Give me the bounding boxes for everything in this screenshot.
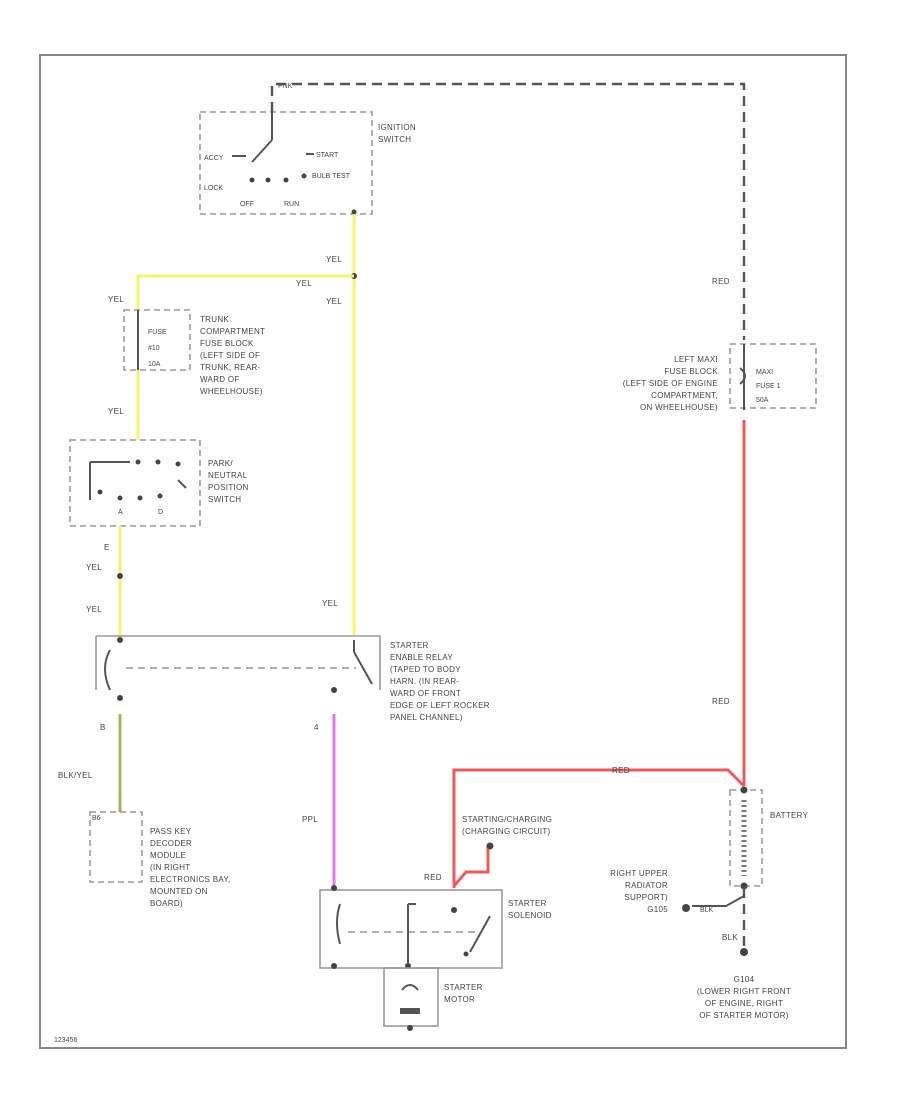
- trunk-fuse-label-3: FUSE BLOCK: [200, 339, 254, 348]
- pns-label-3: POSITION: [208, 483, 249, 492]
- relay-label-7: PANEL CHANNEL): [390, 713, 463, 722]
- relay-label-1: STARTER: [390, 641, 429, 650]
- pns-pin-a: A: [118, 509, 123, 516]
- trunk-fuse-label-7: WHEELHOUSE): [200, 387, 263, 396]
- solenoid-label-2: SOLENOID: [508, 911, 552, 920]
- passkey-label-5: ELECTRONICS BAY,: [150, 875, 231, 884]
- yel-label-1: YEL: [326, 255, 342, 264]
- blk-yel-label: BLK/YEL: [58, 771, 93, 780]
- yel-label-7: YEL: [86, 605, 102, 614]
- pns-label-4: SWITCH: [208, 495, 241, 504]
- pin-b-label: B: [100, 723, 106, 732]
- red-label-mid: RED: [712, 697, 730, 706]
- passkey-decoder-module: B6 PASS KEY DECODER MODULE (IN RIGHT ELE…: [89, 811, 231, 908]
- red-wire-charging: [452, 846, 490, 887]
- fuse10-label-1: FUSE: [148, 329, 167, 336]
- g104-label-1: G104: [734, 975, 755, 984]
- passkey-label-4: (IN RIGHT: [150, 863, 190, 872]
- ign-pos-start: START: [316, 152, 339, 159]
- passkey-label-3: MODULE: [150, 851, 186, 860]
- g105-label-2: RADIATOR: [625, 881, 668, 890]
- solenoid-label-1: STARTER: [508, 899, 547, 908]
- maxi-inner-1: MAXI: [756, 369, 773, 376]
- trunk-fuse-label-1: TRUNK: [200, 315, 229, 324]
- maxi-label-5: ON WHEELHOUSE): [640, 403, 718, 412]
- g104-label-3: OF ENGINE, RIGHT: [705, 999, 783, 1008]
- g105-label-4: G105: [647, 905, 668, 914]
- red-wire-battery-to-solenoid: [452, 768, 746, 888]
- maxi-inner-2: FUSE 1: [756, 383, 781, 390]
- blk-label-g105: BLK: [700, 907, 714, 914]
- pin-e-label: E: [104, 543, 110, 552]
- passkey-label-1: PASS KEY: [150, 827, 192, 836]
- pns-label-2: NEUTRAL: [208, 471, 248, 480]
- starter-enable-relay: STARTER ENABLE RELAY (TAPED TO BODY HARN…: [95, 635, 490, 722]
- starter-motor: STARTER MOTOR: [383, 967, 483, 1031]
- g104-label-4: OF STARTER MOTOR): [699, 1011, 789, 1020]
- relay-label-4: HARN. (IN REAR-: [390, 677, 459, 686]
- ign-pos-accy: ACCY: [204, 155, 224, 162]
- starter-solenoid: STARTER SOLENOID: [319, 885, 552, 969]
- maxi-label-3: (LEFT SIDE OF ENGINE: [623, 379, 718, 388]
- battery: BATTERY: [729, 786, 809, 890]
- ign-pos-off: OFF: [240, 201, 254, 208]
- g104-label-2: (LOWER RIGHT FRONT: [697, 987, 791, 996]
- yel-label-5: YEL: [108, 407, 124, 416]
- relay-label-3: (TAPED TO BODY: [390, 665, 461, 674]
- trunk-fuse-label-4: (LEFT SIDE OF: [200, 351, 260, 360]
- pin-4-label: 4: [314, 723, 319, 732]
- blk-ground-g105: [692, 895, 745, 907]
- trunk-fuse-block: FUSE #10 10A TRUNK COMPARTMENT FUSE BLOC…: [123, 309, 265, 396]
- red-label-upper: RED: [712, 277, 730, 286]
- passkey-label-7: BOARD): [150, 899, 183, 908]
- trunk-fuse-label-5: TRUNK, REAR-: [200, 363, 261, 372]
- battery-label: BATTERY: [770, 811, 809, 820]
- blk-label-g104: BLK: [722, 933, 738, 942]
- g105-label-3: SUPPORT): [624, 893, 668, 902]
- yel-label-8: YEL: [322, 599, 338, 608]
- ignition-switch-label-1: IGNITION: [378, 123, 416, 132]
- trunk-fuse-label-6: WARD OF: [200, 375, 240, 384]
- ignition-switch-label-2: SWITCH: [378, 135, 411, 144]
- pns-label-1: PARK/: [208, 459, 233, 468]
- yel-wire-to-fuse: [136, 274, 354, 310]
- ignition-switch: ACCY LOCK OFF RUN START BULB TEST IGNITI…: [199, 111, 416, 215]
- diagram-frame: [39, 54, 847, 1049]
- charging-label-1: STARTING/CHARGING: [462, 815, 552, 824]
- ign-pos-run: RUN: [284, 201, 299, 208]
- park-neutral-switch: A D PARK/ NEUTRAL POSITION SWITCH: [69, 439, 249, 527]
- diagram-code: 123456: [54, 1037, 77, 1044]
- motor-label-2: MOTOR: [444, 995, 475, 1004]
- yel-label-4: YEL: [108, 295, 124, 304]
- yel-label-3: YEL: [296, 279, 312, 288]
- red-label-top: RED: [612, 766, 630, 775]
- relay-label-5: WARD OF FRONT: [390, 689, 461, 698]
- ppl-label: PPL: [302, 815, 318, 824]
- relay-label-2: ENABLE RELAY: [390, 653, 453, 662]
- passkey-label-2: DECODER: [150, 839, 192, 848]
- fuse10-label-2: #10: [148, 345, 160, 352]
- charging-label-2: (CHARGING CIRCUIT): [462, 827, 551, 836]
- pns-pin-d: D: [158, 509, 163, 516]
- yel-label-6: YEL: [86, 563, 102, 572]
- maxi-inner-3: 50A: [756, 397, 769, 404]
- passkey-label-6: MOUNTED ON: [150, 887, 208, 896]
- passkey-pin-b6: B6: [92, 815, 101, 822]
- g105-label-1: RIGHT UPPER: [610, 869, 668, 878]
- ign-pos-lock: LOCK: [204, 185, 223, 192]
- fuse10-label-3: 10A: [148, 361, 161, 368]
- red-label-solenoid: RED: [424, 873, 442, 882]
- maxi-label-4: COMPARTMENT,: [651, 391, 718, 400]
- maxi-label-2: FUSE BLOCK: [664, 367, 718, 376]
- trunk-fuse-label-2: COMPARTMENT: [200, 327, 265, 336]
- maxi-label-1: LEFT MAXI: [674, 355, 718, 364]
- pnk-wire: [270, 82, 746, 340]
- relay-label-6: EDGE OF LEFT ROCKER: [390, 701, 490, 710]
- motor-label-1: STARTER: [444, 983, 483, 992]
- ign-pos-bulb-test: BULB TEST: [312, 173, 351, 180]
- maxi-fuse-block: MAXI FUSE 1 50A LEFT MAXI FUSE BLOCK (LE…: [623, 343, 817, 412]
- pnk-wire-label: PNK: [278, 83, 293, 90]
- yel-label-2: YEL: [326, 297, 342, 306]
